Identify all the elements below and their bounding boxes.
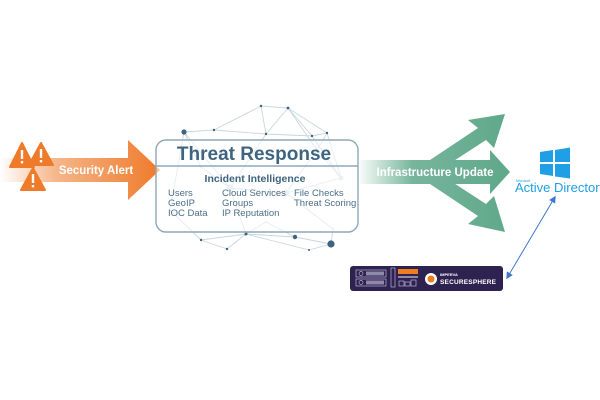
incident-intelligence-subtitle: Incident Intelligence <box>205 173 306 185</box>
intel-item: IOC Data <box>168 208 208 219</box>
intel-item: GeoIP <box>168 198 195 209</box>
network-edge <box>287 107 328 134</box>
active-directory-logo: Microsoft Active Directory <box>515 147 600 195</box>
windows-logo-icon <box>540 147 570 179</box>
network-node <box>199 238 203 242</box>
intel-column: Users GeoIP IOC Data <box>168 188 208 219</box>
network-node <box>292 234 298 240</box>
threat-response-box: Threat Response Incident Intelligence Us… <box>155 139 359 233</box>
intel-item: File Checks <box>294 188 344 199</box>
imperva-securesphere-badge: IMPERVA SECURESPHERE <box>350 266 503 291</box>
microsoft-label: Microsoft <box>516 179 530 183</box>
network-edge <box>265 107 289 135</box>
warning-triangle-icons <box>9 142 54 191</box>
warning-triangle-icon <box>28 142 54 166</box>
securesphere-brand: SECURESPHERE <box>440 279 497 286</box>
network-edge <box>311 132 328 137</box>
network-node <box>308 249 310 251</box>
network-node <box>181 129 187 135</box>
network-edge <box>308 243 332 251</box>
network-edge <box>260 105 289 109</box>
active-directory-label: Active Directory <box>515 180 600 195</box>
warning-triangle-icon <box>20 167 46 191</box>
intel-item: IP Reputation <box>222 208 279 219</box>
ad-imperva-link-arrow <box>506 195 556 280</box>
network-node <box>286 106 290 110</box>
imperva-logo-icon <box>425 273 437 285</box>
security-alert-arrow: Security Alert <box>0 140 160 200</box>
network-node <box>264 132 268 136</box>
network-edge <box>245 233 296 238</box>
intel-item: Users <box>168 188 193 199</box>
infrastructure-update-label: Infrastructure Update <box>377 167 494 179</box>
network-node <box>259 104 263 108</box>
intel-item: Cloud Services <box>222 188 286 199</box>
network-node <box>327 240 335 248</box>
network-node <box>225 247 229 251</box>
warning-triangle-icon <box>9 142 35 168</box>
network-node <box>310 134 314 138</box>
intel-item: Threat Scoring <box>294 198 356 209</box>
network-edge <box>200 233 247 241</box>
network-edge <box>294 236 332 245</box>
network-edge <box>245 233 310 251</box>
network-edge <box>287 107 313 137</box>
network-edge <box>213 105 262 131</box>
imperva-brand: IMPERVA <box>440 272 458 277</box>
security-alert-label: Security Alert <box>59 165 134 177</box>
network-node <box>244 232 248 236</box>
network-edge <box>226 233 247 250</box>
intel-item: Groups <box>222 198 253 209</box>
network-edge <box>265 133 313 137</box>
infrastructure-update-arrow: Infrastructure Update <box>360 114 510 232</box>
intel-column: Cloud Services Groups IP Reputation <box>222 188 286 219</box>
network-node <box>325 131 329 135</box>
network-edge <box>200 239 228 250</box>
network-edge <box>213 129 267 135</box>
threat-response-title: Threat Response <box>177 144 331 165</box>
server-rack-icon <box>355 267 418 288</box>
network-edge <box>260 105 267 135</box>
intel-column: File Checks Threat Scoring <box>294 188 356 209</box>
network-edge <box>183 129 215 133</box>
network-node <box>212 128 216 132</box>
